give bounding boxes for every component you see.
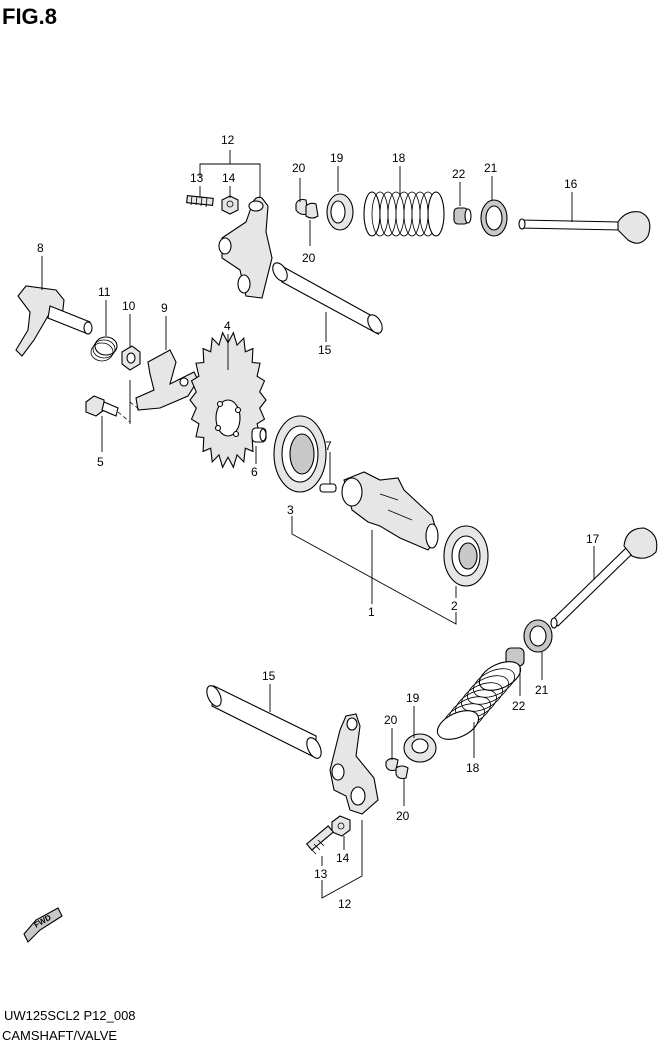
lock-nut-lower xyxy=(331,815,351,837)
callout-12-lower: 12 xyxy=(338,897,352,911)
rocker-shaft-lower xyxy=(206,685,322,759)
spring-retainer-upper xyxy=(326,193,354,231)
valve-cotter-upper xyxy=(295,198,319,219)
callout-17: 17 xyxy=(586,532,600,546)
callout-21-upper: 21 xyxy=(484,161,498,175)
callout-20-lower-a: 20 xyxy=(384,713,398,727)
callout-13-lower: 13 xyxy=(314,867,328,881)
callout-22-upper: 22 xyxy=(452,167,466,181)
fwd-arrow-icon: FWD xyxy=(23,907,63,943)
lever-spring xyxy=(90,336,118,362)
callout-14-lower: 14 xyxy=(336,851,350,865)
figure-title: FIG.8 xyxy=(2,4,58,29)
callout-12-upper: 12 xyxy=(221,133,235,147)
cam-sprocket xyxy=(189,331,267,469)
callout-11: 11 xyxy=(98,285,111,299)
bearing-left xyxy=(273,415,327,493)
valve-spring-upper xyxy=(363,191,445,237)
bolt xyxy=(85,395,119,417)
figure-name: CAMSHAFT/VALVE xyxy=(2,1028,118,1043)
rocker-shaft-upper xyxy=(272,262,383,336)
callout-6: 6 xyxy=(251,465,258,479)
cam-pin xyxy=(319,483,337,493)
callout-13-upper: 13 xyxy=(190,171,204,185)
callout-18-lower: 18 xyxy=(466,761,480,775)
washer xyxy=(121,345,141,371)
callout-19-upper: 19 xyxy=(330,151,344,165)
callout-9: 9 xyxy=(161,301,168,315)
callout-20-upper-a: 20 xyxy=(292,161,306,175)
camshaft xyxy=(341,471,439,551)
spring-seat-upper xyxy=(480,199,508,237)
leader-lines xyxy=(41,150,595,899)
callout-20-lower-b: 20 xyxy=(396,809,410,823)
callout-19-lower: 19 xyxy=(406,691,420,705)
lock-nut-upper xyxy=(221,195,239,215)
callout-3: 3 xyxy=(287,503,294,517)
callout-10: 10 xyxy=(122,299,136,313)
valve-spring-lower xyxy=(436,661,522,740)
callout-8: 8 xyxy=(37,241,44,255)
spring-seat-lower xyxy=(523,619,553,653)
callout-16: 16 xyxy=(564,177,578,191)
callout-labels: 12 13 14 20 20 19 18 22 21 16 8 11 10 9 … xyxy=(37,133,600,911)
callout-15-upper: 15 xyxy=(318,343,332,357)
callout-2: 2 xyxy=(451,599,458,613)
callout-18-upper: 18 xyxy=(392,151,406,165)
valve-upper xyxy=(518,211,651,244)
bearing-right xyxy=(443,525,489,587)
callout-22-lower: 22 xyxy=(512,699,526,713)
callout-5: 5 xyxy=(97,455,104,469)
valve-lower xyxy=(550,527,658,629)
callout-15-lower: 15 xyxy=(262,669,276,683)
valve-cotter-lower xyxy=(385,757,409,780)
decompression-plate xyxy=(135,349,199,411)
callout-1: 1 xyxy=(368,605,375,619)
figure-code: UW125SCL2 P12_008 xyxy=(4,1008,136,1023)
decompression-lever xyxy=(15,285,93,357)
dowel-pin xyxy=(251,427,267,443)
adjust-screw-lower xyxy=(305,825,335,855)
callout-4: 4 xyxy=(224,319,231,333)
stem-seal-upper xyxy=(453,207,472,225)
callout-7: 7 xyxy=(325,439,332,453)
callout-20-upper-b: 20 xyxy=(302,251,316,265)
spring-retainer-lower xyxy=(403,733,437,763)
callout-21-lower: 21 xyxy=(535,683,549,697)
callout-14-upper: 14 xyxy=(222,171,236,185)
rocker-arm-lower xyxy=(329,713,379,815)
